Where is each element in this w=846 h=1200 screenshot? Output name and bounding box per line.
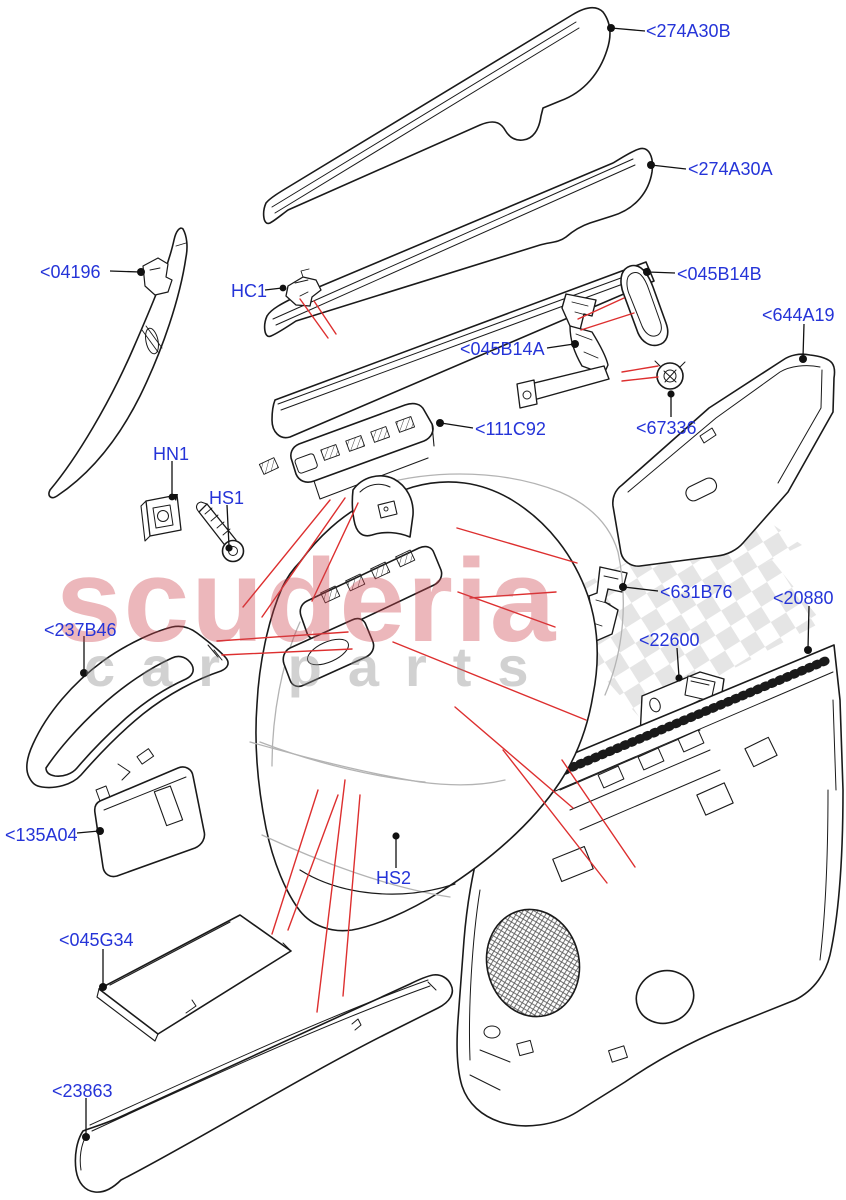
part-label-20880: <20880 xyxy=(773,588,834,608)
part-label-HC1: HC1 xyxy=(231,281,268,301)
part-label-HS2: HS2 xyxy=(376,868,412,888)
part-label-HS1: HS1 xyxy=(209,488,245,508)
part-HC1-drawing xyxy=(285,268,322,307)
part-111C92-drawing xyxy=(258,402,435,500)
part-label-237B46: <237B46 xyxy=(44,620,117,640)
callout-lines xyxy=(216,297,659,1013)
part-045G34-drawing xyxy=(96,914,292,1042)
part-label-045B14A: <045B14A xyxy=(460,339,545,359)
part-insert-rail-drawing xyxy=(271,261,655,439)
part-HN1-drawing xyxy=(140,494,182,542)
part-label-111C92: <111C92 xyxy=(475,419,546,439)
part-label-04196: <04196 xyxy=(40,262,101,282)
leader-lines xyxy=(76,24,812,1141)
part-door-trim-panel-drawing xyxy=(249,473,624,932)
part-135A04-drawing xyxy=(93,766,206,878)
part-HS1-drawing xyxy=(196,501,245,563)
part-23863-drawing xyxy=(74,974,454,1193)
part-644A19-drawing xyxy=(612,353,836,567)
part-label-631B76: <631B76 xyxy=(660,582,733,602)
part-237B46-drawing xyxy=(26,625,229,789)
part-label-274A30A: <274A30A xyxy=(688,159,773,179)
part-label-HN1: HN1 xyxy=(153,444,190,464)
part-label-274A30B: <274A30B xyxy=(646,21,731,41)
part-label-644A19: <644A19 xyxy=(762,305,835,325)
part-045B14A-drawing xyxy=(516,293,610,409)
part-label-135A04: <135A04 xyxy=(5,825,78,845)
part-274A30A-drawing xyxy=(263,147,654,338)
part-label-23863: <23863 xyxy=(52,1081,113,1101)
part-04196-drawing xyxy=(48,227,188,499)
part-label-22600: <22600 xyxy=(639,630,700,650)
part-045B14B-drawing xyxy=(620,264,669,347)
part-label-67336: <67336 xyxy=(636,418,697,438)
part-67336-drawing xyxy=(654,360,686,390)
part-274A30B-drawing xyxy=(262,6,611,225)
part-label-045G34: <045G34 xyxy=(59,930,134,950)
part-label-045B14B: <045B14B xyxy=(677,264,762,284)
